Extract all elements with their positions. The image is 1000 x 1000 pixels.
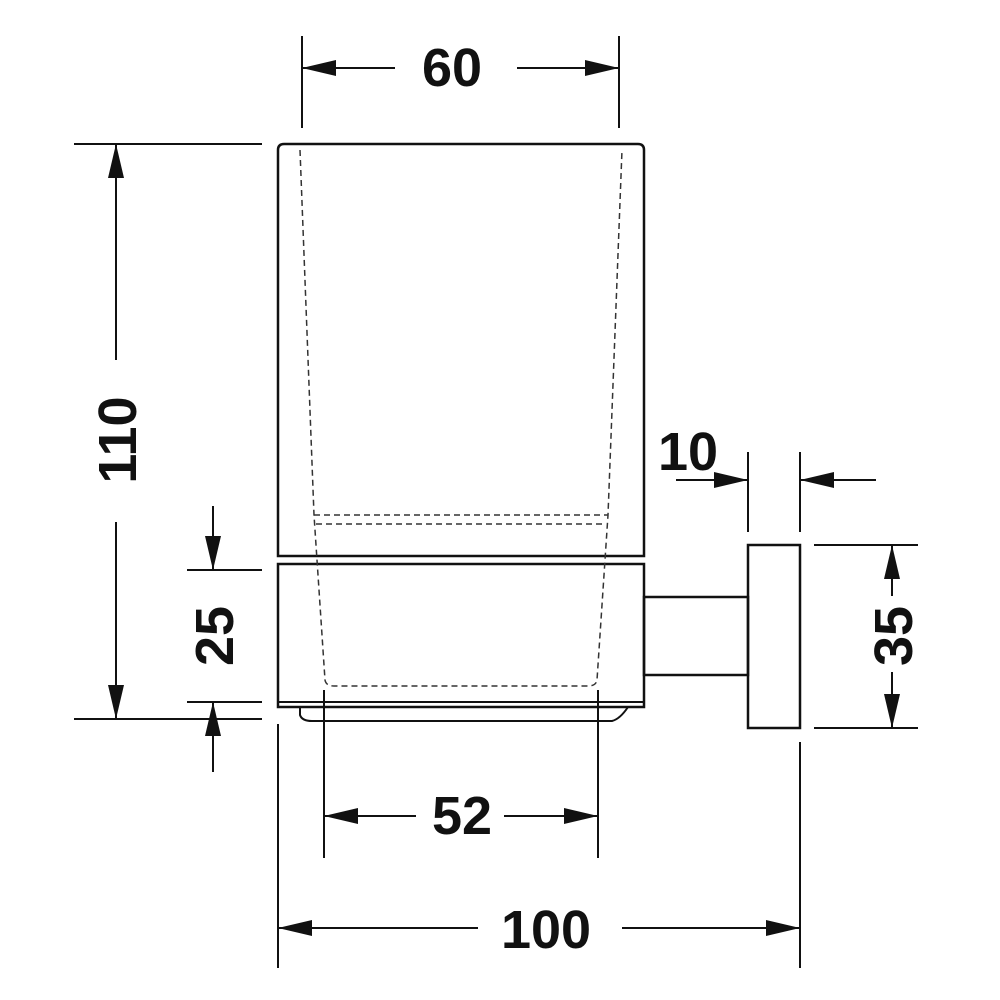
support-arm <box>642 595 750 677</box>
dimension-top-width: 60 <box>301 36 620 128</box>
dimension-base-width: 52 <box>323 690 599 858</box>
dimension-mount-height: 35 <box>814 544 924 729</box>
inner-glass-hidden <box>299 149 623 687</box>
wall-mount <box>642 543 802 730</box>
dim-label-25: 25 <box>185 606 245 666</box>
glass-foot <box>299 706 629 722</box>
dimension-overall-height: 110 <box>74 143 262 720</box>
dim-label-60: 60 <box>422 38 482 98</box>
dimension-band-height: 25 <box>185 506 262 772</box>
dim-label-35: 35 <box>864 606 924 666</box>
dim-label-52: 52 <box>432 786 492 846</box>
dim-label-100: 100 <box>501 900 591 960</box>
wall-plate <box>746 543 802 730</box>
dim-label-10: 10 <box>658 422 718 482</box>
dim-label-110: 110 <box>88 396 148 483</box>
dimension-overall-depth: 100 <box>277 724 801 968</box>
glass-outline <box>276 142 646 558</box>
tumbler-holder <box>276 142 646 722</box>
dimension-wall-offset: 10 <box>658 422 876 532</box>
